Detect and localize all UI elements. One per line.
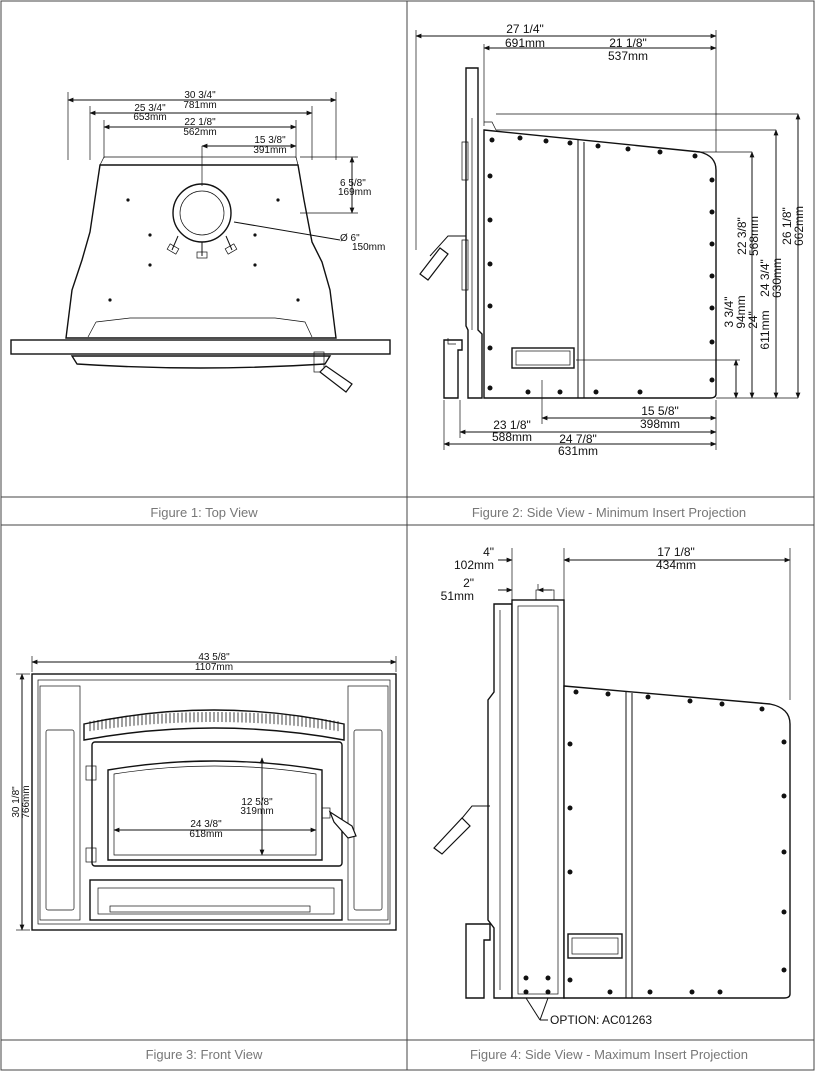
dim-overall-depth: 27 1/4" xyxy=(506,22,544,36)
dim-width-2-mm: 653mm xyxy=(133,112,166,123)
dim-h5: 3 3/4" xyxy=(722,297,736,328)
fig4-dim-labels: 4" 102mm 2" 51mm 17 1/8" 434mm OPTION: A… xyxy=(441,545,696,1027)
dim-flue-diameter: Ø 6" xyxy=(340,233,360,244)
dim-base-2: 23 1/8" xyxy=(493,418,531,432)
louver-vents xyxy=(89,712,339,732)
dim-h1-mm: 568mm xyxy=(747,216,761,256)
dim-height-mm: 766mm xyxy=(21,785,32,818)
dim-glass-width-mm: 618mm xyxy=(189,829,222,840)
fig4-caption: Figure 4: Side View - Maximum Insert Pro… xyxy=(470,1047,748,1062)
dim-h4: 24" xyxy=(746,311,760,329)
dim-height: 30 1/8" xyxy=(11,786,22,818)
fig2-side-view-min: 27 1/4" 691mm 21 1/8" 537mm 22 3/8" 568m… xyxy=(415,22,806,458)
handle-icon xyxy=(313,351,353,393)
fig2-dim-labels: 27 1/4" 691mm 21 1/8" 537mm 22 3/8" 568m… xyxy=(492,22,806,458)
fig4-side-view-max: 4" 102mm 2" 51mm 17 1/8" 434mm OPTION: A… xyxy=(433,545,791,1027)
fig2-dimensions xyxy=(415,30,801,450)
dim-overall-depth-mm: 691mm xyxy=(505,36,545,50)
dim-rear-depth-mm: 537mm xyxy=(608,49,648,63)
insert-body xyxy=(483,129,717,399)
dim-spacer-1: 4" xyxy=(483,545,494,559)
dim-base-3: 24 7/8" xyxy=(559,432,597,446)
fig3-dimensions xyxy=(16,656,397,931)
fig1-dimensions xyxy=(67,92,358,241)
dim-flue-offset: 15 3/8" xyxy=(254,135,286,146)
dim-depth: 17 1/8" xyxy=(657,545,695,559)
fig3-front-view: 43 5/8" 1107mm 30 1/8" 766mm 24 3/8" 618… xyxy=(11,652,397,931)
dim-base-1-mm: 398mm xyxy=(640,417,680,431)
dim-rear-depth: 21 1/8" xyxy=(609,36,647,50)
dim-glass-height: 12 5/8" xyxy=(241,797,273,808)
dim-width-3-mm: 562mm xyxy=(183,127,216,138)
handle-icon xyxy=(433,805,490,855)
dim-depth: 6 5/8" xyxy=(340,178,366,189)
dim-base-1: 15 5/8" xyxy=(641,404,679,418)
front-face xyxy=(465,67,483,399)
dim-width: 43 5/8" xyxy=(198,652,230,663)
glass-panel xyxy=(107,760,323,861)
fastener-holes xyxy=(108,198,300,302)
dim-flue-offset-mm: 391mm xyxy=(253,145,286,156)
dim-width-3: 22 1/8" xyxy=(184,117,216,128)
dim-h3-mm: 630mm xyxy=(770,258,784,298)
fig1-top-view: 30 3/4" 781mm 25 3/4" 653mm 22 1/8" 562m… xyxy=(10,90,391,393)
fig4-dimensions xyxy=(498,548,791,1021)
fig1-dim-labels: 30 3/4" 781mm 25 3/4" 653mm 22 1/8" 562m… xyxy=(133,90,385,253)
dim-base-3-mm: 631mm xyxy=(558,444,598,458)
fig2-caption: Figure 2: Side View - Minimum Insert Pro… xyxy=(472,505,746,520)
dim-flue-diameter-mm: 150mm xyxy=(352,242,385,253)
fig3-caption: Figure 3: Front View xyxy=(146,1047,263,1062)
dim-h5-mm: 94mm xyxy=(734,295,748,328)
dim-width-2: 25 3/4" xyxy=(134,103,166,114)
dim-glass-width: 24 3/8" xyxy=(190,819,222,830)
fig1-caption: Figure 1: Top View xyxy=(150,505,258,520)
fig3-dim-labels: 43 5/8" 1107mm 30 1/8" 766mm 24 3/8" 618… xyxy=(11,652,274,840)
dim-h3: 24 3/4" xyxy=(758,259,772,297)
option-label: OPTION: AC01263 xyxy=(550,1013,652,1027)
spacer-block xyxy=(511,599,565,999)
dim-spacer-2: 2" xyxy=(463,576,474,590)
insert-body xyxy=(563,685,791,999)
dim-spacer-2-mm: 51mm xyxy=(441,589,474,603)
dim-h1: 22 3/8" xyxy=(735,217,749,255)
dim-h4-mm: 611mm xyxy=(758,310,772,349)
bolt-dots xyxy=(487,135,715,395)
dim-spacer-1-mm: 102mm xyxy=(454,558,494,572)
dim-base-2-mm: 588mm xyxy=(492,430,532,444)
handle-icon xyxy=(321,807,357,839)
dim-h2: 26 1/8" xyxy=(780,207,794,245)
handle-icon xyxy=(419,235,466,281)
insert-outline xyxy=(65,164,337,339)
surround-plate xyxy=(10,339,391,355)
dim-depth-mm: 434mm xyxy=(656,558,696,572)
bolt-dots xyxy=(523,689,787,995)
dim-depth-mm: 169mm xyxy=(338,187,371,198)
dim-width-overall-mm: 781mm xyxy=(183,100,216,111)
dim-width-overall: 30 3/4" xyxy=(184,90,216,101)
dim-h2-mm: 662mm xyxy=(792,206,806,246)
dim-width-mm: 1107mm xyxy=(195,662,233,673)
dim-glass-height-mm: 319mm xyxy=(240,806,273,817)
